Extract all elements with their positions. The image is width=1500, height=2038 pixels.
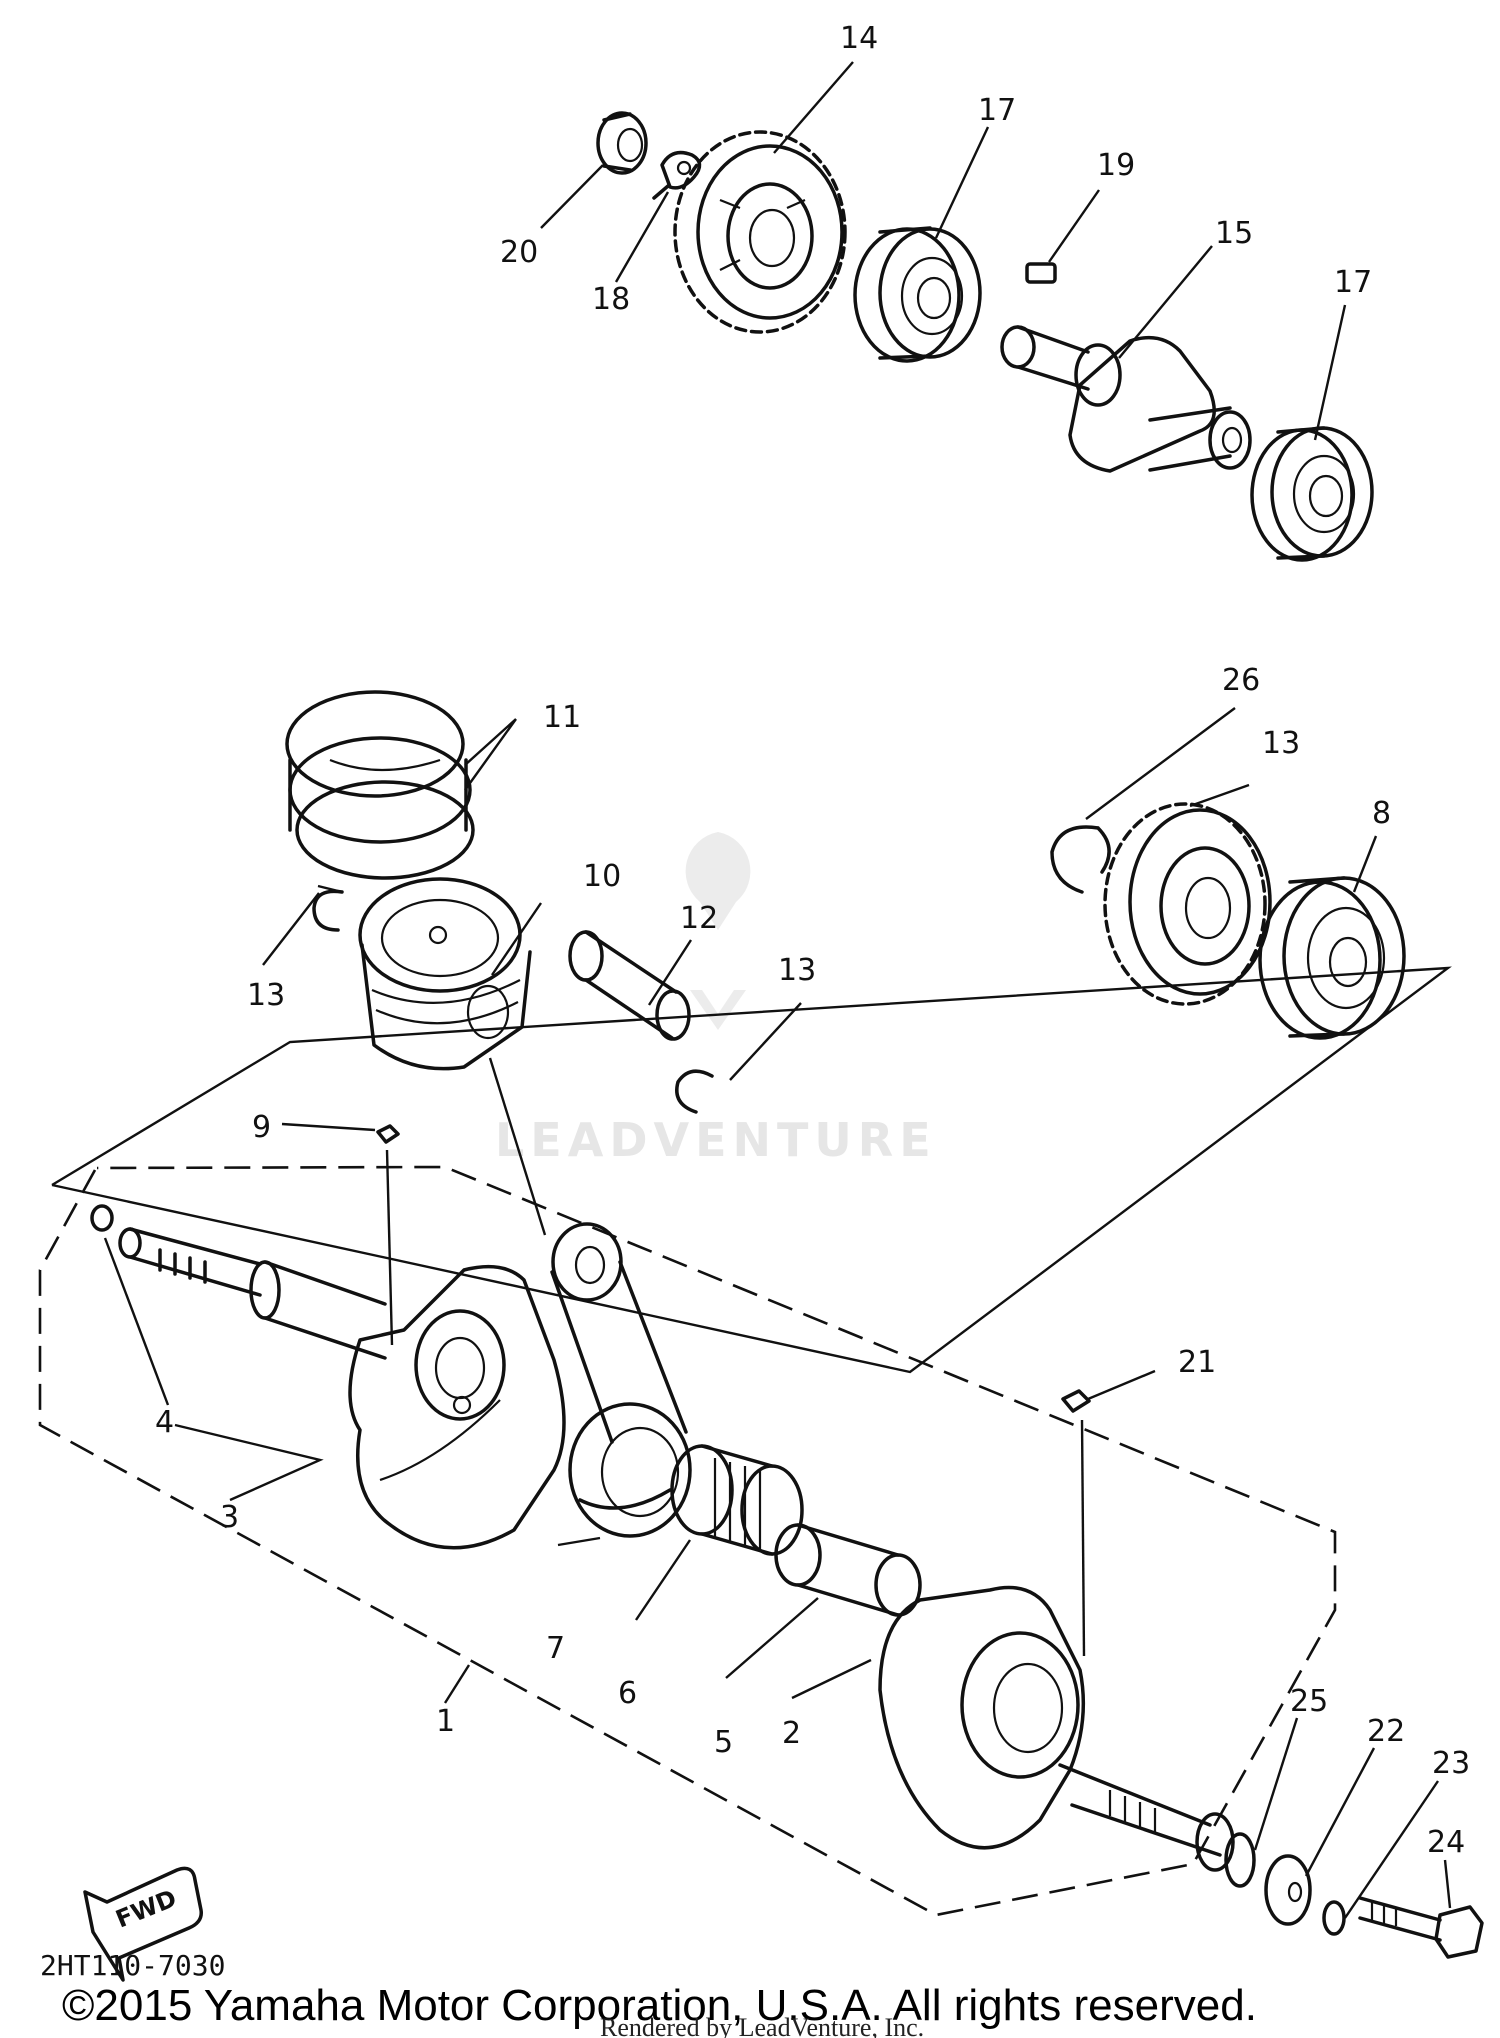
callout-26: 26 [1222,663,1260,698]
callout-17-b: 17 [1334,265,1372,300]
callout-13-a: 13 [247,978,285,1013]
callout-13-b: 13 [778,953,816,988]
part-6-needle-bearing [670,1444,804,1556]
fwd-arrow-icon [83,1866,203,1982]
part-25-o-ring [1224,1832,1256,1888]
balancer-assembly [596,111,1374,562]
part-11-piston-rings [285,690,475,880]
part-13-clip-a [312,889,344,932]
part-2-crank-right [878,1585,1235,1872]
callout-25: 25 [1290,1684,1328,1719]
part-17-bearing-b [1250,426,1374,562]
part-26-circlip [1050,825,1111,894]
part-23-lock-washer [1322,1900,1346,1936]
part-7-connecting-rod [550,1222,692,1538]
callout-21: 21 [1178,1345,1216,1380]
callouts: 14 17 19 15 17 20 18 11 26 13 8 10 12 13… [155,21,1470,1860]
callout-14: 13 [1262,726,1300,761]
bracket-crankshaft-group [38,1165,1337,1917]
crank-gear-assembly [1050,802,1406,1040]
callout-9: 9 [252,1110,271,1145]
part-5-crank-pin [774,1523,922,1617]
part-18-key [1025,262,1057,284]
callout-17-a: 17 [978,93,1016,128]
fwd-label: FWD [112,1884,181,1933]
rendered-by-note: Rendered by LeadVenture, Inc. [600,2013,924,2038]
assembly-brackets [38,966,1452,1917]
part-10-piston [358,877,532,1071]
part-21-key [1061,1389,1091,1413]
callout-7: 7 [546,1631,565,1666]
part-22-washer [1264,1854,1312,1926]
part-17-bearing-a [853,226,982,363]
diagram-code: 2HT110-7030 [40,1949,225,1982]
bracket-piston-group [51,966,1452,1374]
part-8-bearing [1258,876,1406,1040]
part-4-pin [90,1204,114,1232]
callout-5: 5 [714,1725,733,1760]
piston-assembly [285,690,714,1114]
part-9-key [376,1124,400,1144]
part-15-gear [673,130,847,334]
part-19-lock-washer [652,150,702,200]
callout-8: 8 [1372,796,1391,831]
callout-24: 24 [1427,1825,1465,1860]
callout-23: 23 [1432,1746,1470,1781]
callout-20: 20 [500,235,538,270]
callout-15: 14 [840,21,878,56]
crankshaft-assembly [90,1124,1484,1959]
part-3-crank-left [118,1227,566,1550]
callout-3: 3 [220,1500,239,1535]
watermark-logo-icon [685,832,751,1030]
part-16-balancer-shaft [1000,325,1252,473]
part-20-nut [596,111,648,175]
callout-16: 15 [1215,216,1253,251]
watermark-text: LEADVENTURE [495,1113,937,1167]
leader-lines [103,61,1452,1919]
watermark: LEADVENTURE [495,832,937,1167]
callout-12: 12 [680,901,718,936]
part-24-bolt [1358,1896,1484,1959]
callout-22: 22 [1367,1714,1405,1749]
copyright-notice: ©2015 Yamaha Motor Corporation, U.S.A. A… [62,1981,1257,2030]
callout-4: 4 [155,1405,174,1440]
callout-19: 18 [592,282,630,317]
callout-18: 19 [1097,148,1135,183]
callout-1: 1 [436,1704,455,1739]
part-14-gear [1103,802,1272,1006]
callout-11: 11 [543,700,581,735]
callout-2: 2 [782,1716,801,1751]
part-12-piston-pin [568,930,691,1041]
callout-10: 10 [583,859,621,894]
part-13-clip-b [675,1069,714,1114]
callout-6: 6 [618,1676,637,1711]
